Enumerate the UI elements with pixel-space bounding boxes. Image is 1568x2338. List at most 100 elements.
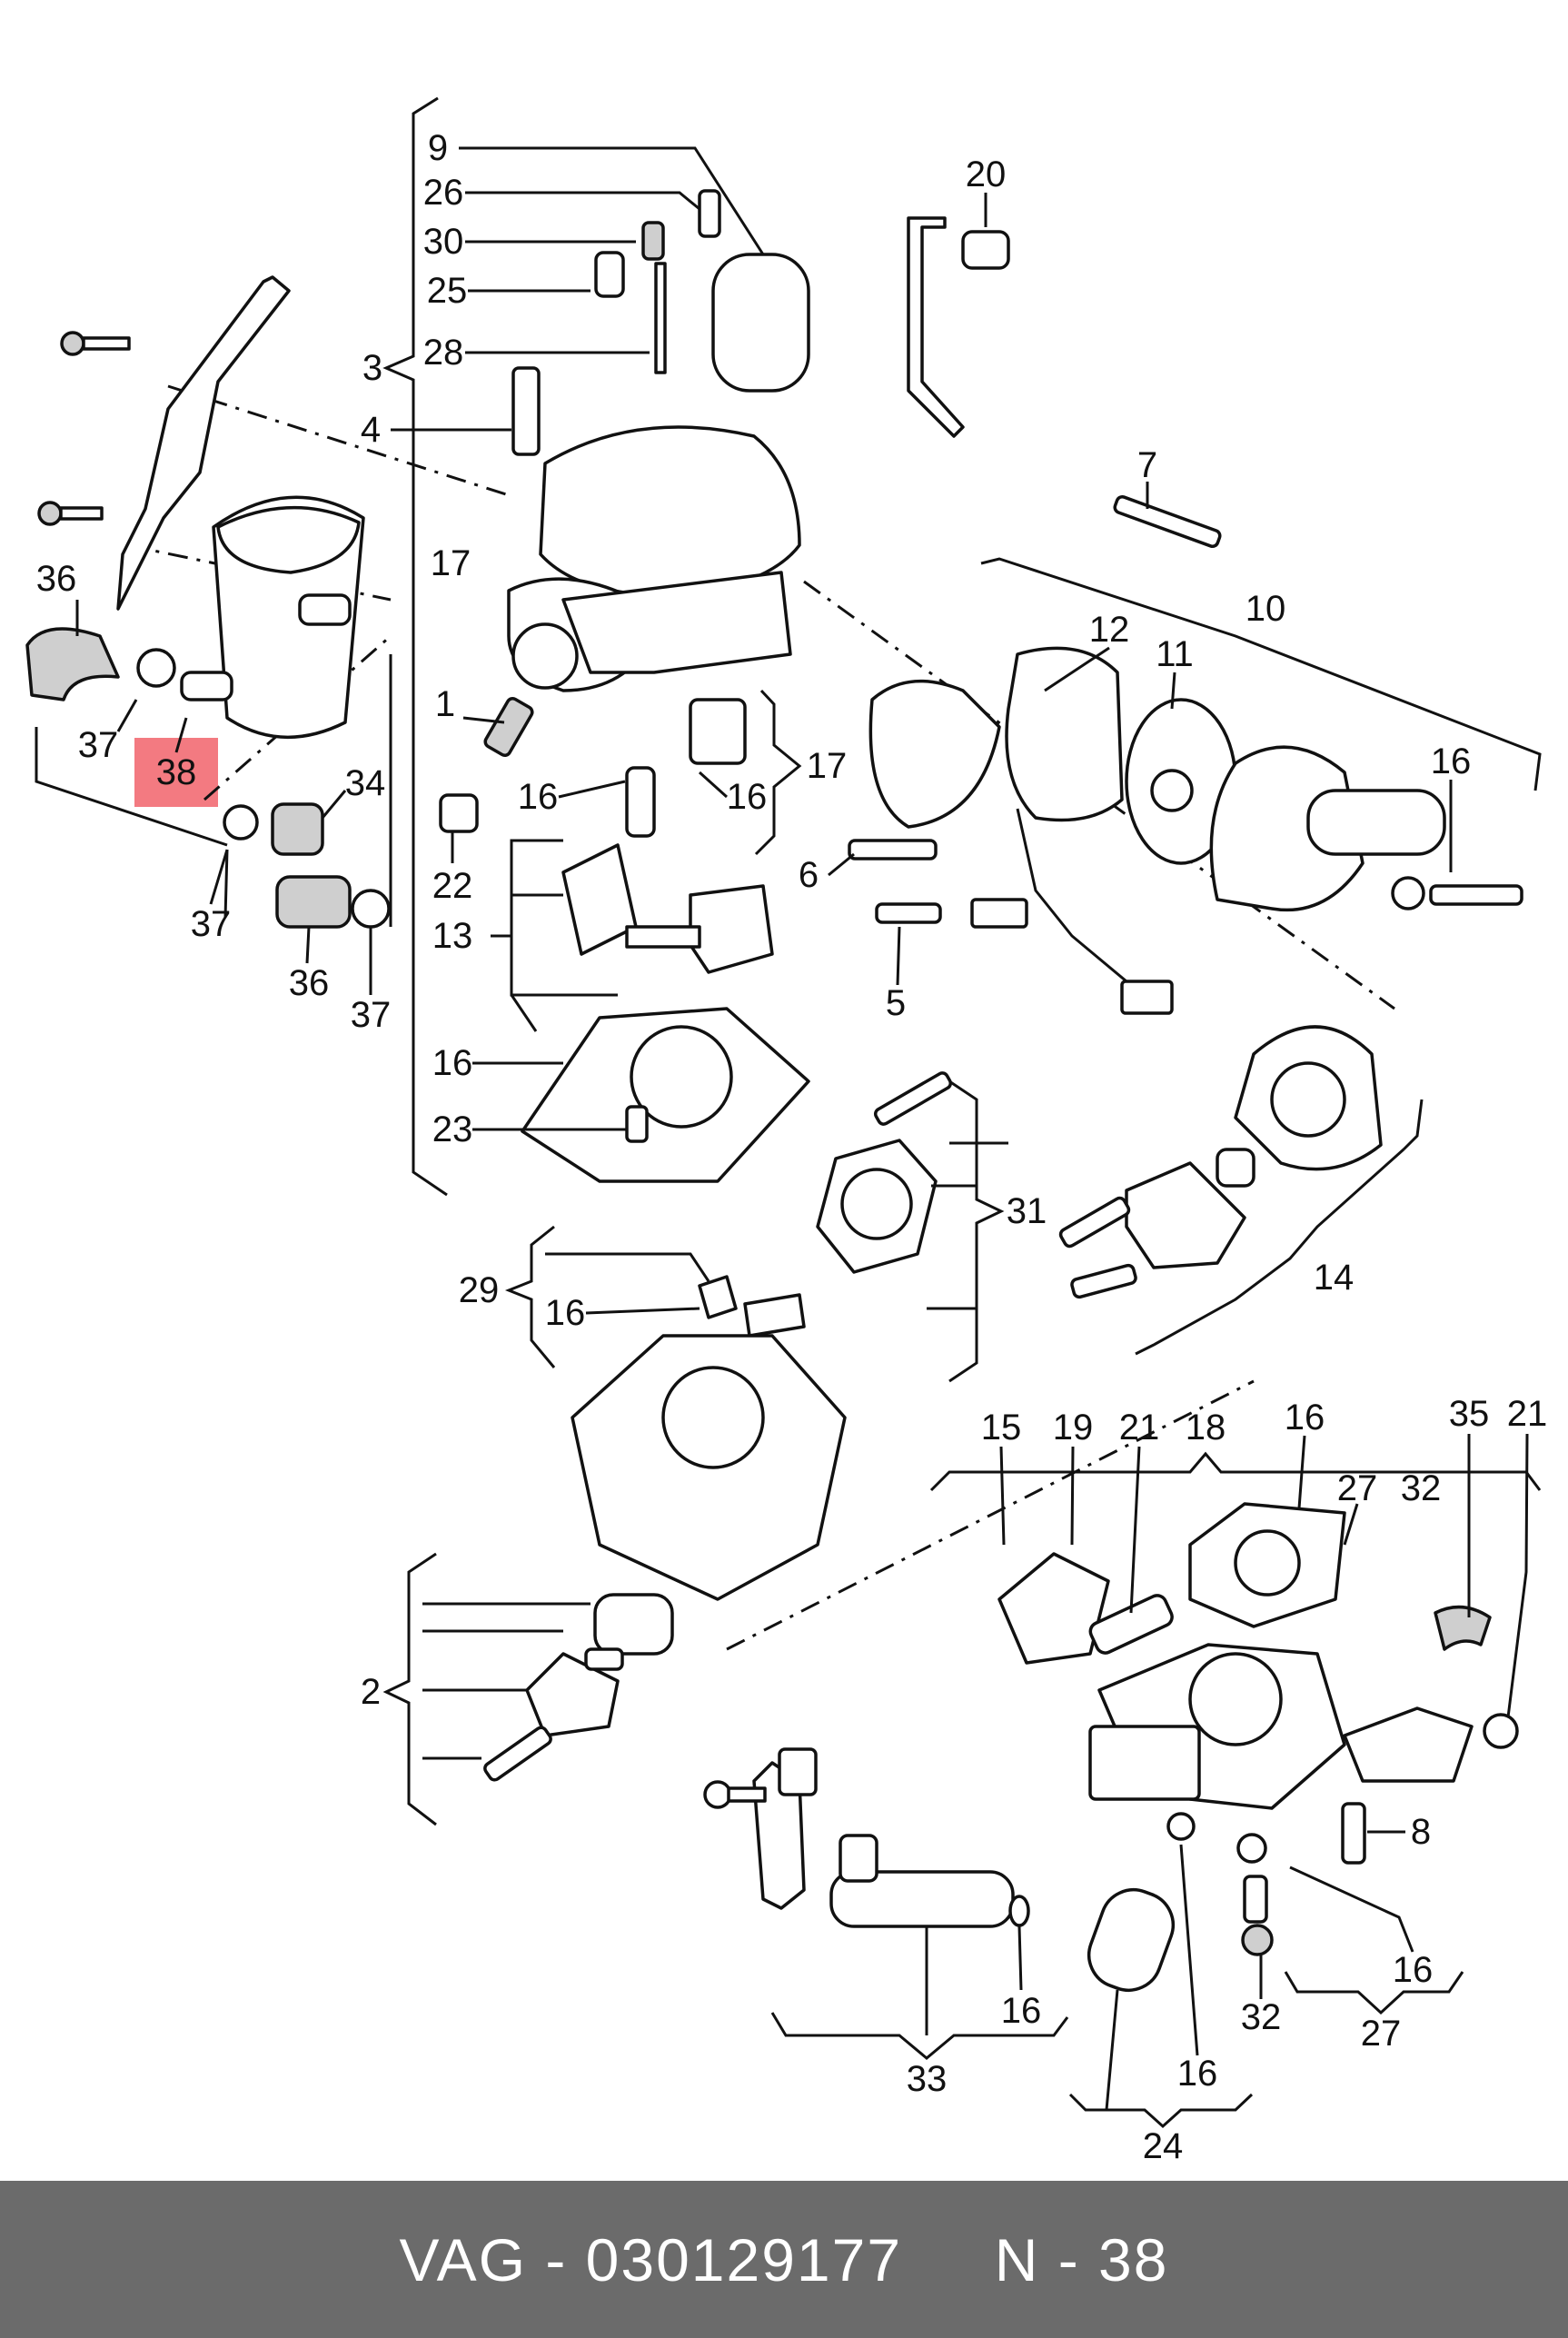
plug-connector [970, 898, 1028, 929]
screw-2 [483, 1726, 552, 1782]
diaphragm-14 [1270, 1061, 1346, 1138]
needle-28 [654, 262, 667, 374]
callout-c28: 28 [423, 333, 464, 373]
float-arm [625, 925, 701, 949]
choke-cap [511, 622, 579, 690]
callout-c19: 19 [1053, 1408, 1094, 1448]
callout-c22: 22 [432, 866, 473, 906]
fuel-line-20 [907, 216, 965, 438]
callout-c34: 34 [345, 763, 386, 803]
bolt-top-left [60, 331, 131, 356]
callout-c37c: 37 [351, 995, 392, 1035]
bracket-17 [754, 689, 802, 856]
plug-connector-2 [1120, 980, 1174, 1015]
seal-16-right [1391, 876, 1425, 910]
bracket-throttle [1088, 1725, 1201, 1801]
part-number-caption: VAG - 030129177 N - 38 [399, 2225, 1169, 2293]
bolt-5 [875, 902, 942, 924]
callout-c16e: 16 [545, 1293, 586, 1333]
clip-21 [1483, 1713, 1519, 1749]
callout-c7: 7 [1137, 445, 1157, 485]
carburetor-body [561, 571, 792, 674]
connector-20 [961, 230, 1010, 270]
hose-34 [271, 802, 324, 856]
callout-c16d: 16 [432, 1043, 473, 1083]
callout-c16h: 16 [1001, 1991, 1042, 2031]
callout-c38: 38 [156, 752, 197, 792]
callout-c33: 33 [907, 2059, 948, 2099]
bracket-10 [980, 557, 1542, 791]
callout-c25: 25 [427, 271, 468, 311]
callout-c10: 10 [1245, 589, 1286, 629]
callout-c1: 1 [435, 684, 455, 724]
jet-26 [698, 189, 721, 238]
callout-c32b: 32 [1241, 1997, 1282, 2037]
hose-36-upper [25, 627, 120, 701]
callout-c6: 6 [799, 855, 819, 895]
bolt-31 [873, 1071, 953, 1126]
bracket-29 [504, 1225, 556, 1368]
clamp-37-lower [351, 889, 391, 929]
gasket-bore [630, 1025, 733, 1129]
clip-33 [778, 1747, 818, 1796]
vent-valve-9 [711, 253, 810, 393]
callout-c14: 14 [1314, 1258, 1355, 1298]
bracket-24 [1068, 2093, 1254, 2129]
pump-spring [743, 1293, 806, 1338]
screw-23 [625, 1105, 649, 1143]
callout-c18: 18 [1186, 1408, 1226, 1448]
bolt-33-head [703, 1780, 732, 1809]
callout-c29: 29 [459, 1270, 500, 1310]
callout-c4: 4 [361, 410, 381, 450]
pump-diaphragm-31 [840, 1168, 913, 1240]
clamp-38 [223, 804, 259, 841]
solenoid-24 [1087, 1888, 1176, 1992]
bracket-31 [948, 1079, 1005, 1383]
throttle-body-bore [1188, 1652, 1283, 1746]
callout-c13: 13 [432, 916, 473, 956]
linkage-32 [1343, 1706, 1474, 1783]
callout-c30: 30 [423, 222, 464, 262]
sensor-33-plug [839, 1834, 878, 1883]
callout-c5: 5 [886, 983, 906, 1023]
leader-lines [75, 146, 1529, 2111]
callout-c11: 11 [1156, 634, 1194, 674]
callout-c27a: 27 [1337, 1468, 1378, 1508]
bolt-7 [1113, 494, 1222, 549]
callout-c16f: 16 [1285, 1398, 1325, 1438]
hose-leader [35, 654, 392, 995]
idle-jet-27 [1243, 1875, 1268, 1924]
callout-c23: 23 [432, 1109, 473, 1149]
mounting-bracket [116, 275, 291, 611]
diaphragm-hub [1150, 769, 1194, 812]
filter-cap [216, 505, 361, 574]
callout-c26: 26 [423, 173, 464, 213]
callout-c16i: 16 [1177, 2054, 1218, 2094]
callout-c37b: 37 [191, 904, 232, 944]
cover-2 [593, 1593, 674, 1656]
throttle-lever-19 [997, 1552, 1110, 1665]
callout-c15: 15 [981, 1408, 1022, 1448]
callout-c12: 12 [1089, 610, 1130, 650]
callout-c32a: 32 [1401, 1468, 1442, 1508]
screw-14a [1058, 1196, 1131, 1249]
bolt-mid-left [37, 501, 104, 526]
spring-2 [584, 1647, 624, 1671]
callout-c21b: 21 [1507, 1394, 1548, 1434]
jet-22 [439, 793, 479, 833]
callout-c16b: 16 [518, 777, 559, 817]
bracket-3 [382, 96, 448, 1197]
gasket-27-bore [1234, 1529, 1301, 1597]
carburetor-cover [539, 425, 801, 598]
bracket-13 [491, 839, 618, 1032]
wire-harness [1016, 808, 1155, 1001]
cap-32 [1241, 1924, 1274, 1956]
actuator-10 [1209, 745, 1365, 912]
callout-c17a: 17 [431, 543, 471, 583]
spring-21 [1088, 1594, 1174, 1655]
bolt-6 [848, 839, 938, 861]
screw-14b [1070, 1263, 1137, 1299]
seal-16-lower [1236, 1833, 1267, 1864]
